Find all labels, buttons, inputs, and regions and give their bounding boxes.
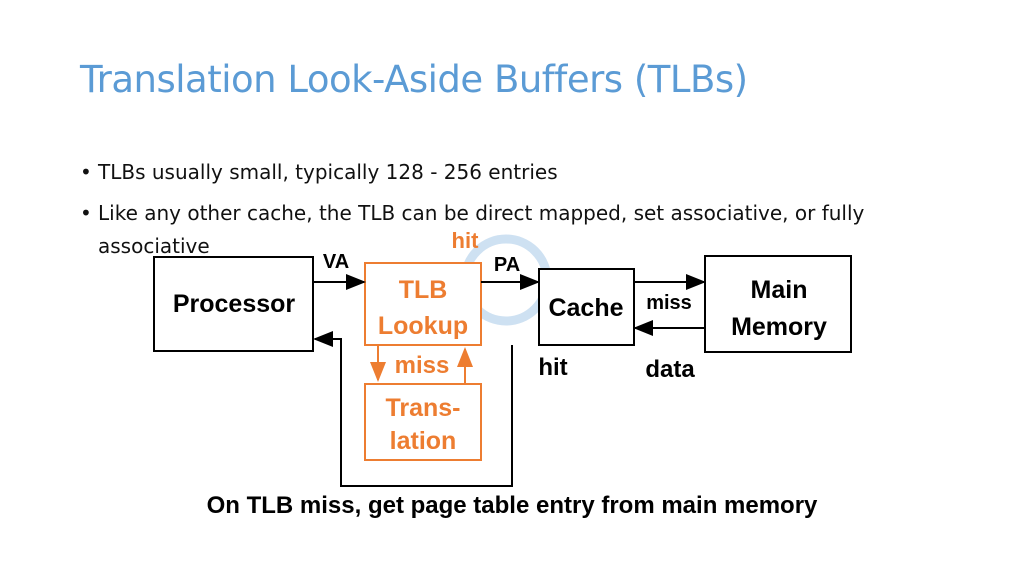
pa-label: PA [494,254,520,276]
bullet-item: Like any other cache, the TLB can be dir… [78,197,958,263]
processor-box [153,256,314,352]
slide-caption: On TLB miss, get page table entry from m… [206,492,818,519]
cache-hit-label: hit [538,354,567,381]
cache-miss-label: miss [646,292,692,314]
cache-hit-return-path [313,331,513,487]
bullet-item: TLBs usually small, typically 128 - 256 … [78,156,958,189]
tlb-miss-label: miss [395,352,450,379]
va-label: VA [323,251,349,273]
main-memory-label-line2: Memory [731,313,827,341]
tlb-lookup-box [364,262,482,346]
slide-title: Translation Look-Aside Buffers (TLBs) [80,58,748,101]
tlb-lookup-label-line1: TLB [399,276,448,304]
cache-box [538,268,635,346]
main-memory-label-line1: Main [751,276,808,304]
cache-label: Cache [548,294,623,322]
bullet-list: TLBs usually small, typically 128 - 256 … [78,156,958,271]
tlb-lookup-label-line2: Lookup [378,312,468,340]
translation-label-line2: lation [390,427,457,455]
translation-label-line1: Trans- [385,394,460,422]
processor-label: Processor [173,290,296,318]
tlb-hit-label: hit [452,228,480,253]
data-label: data [645,356,695,383]
translation-box [364,383,482,461]
main-memory-box [704,255,852,353]
